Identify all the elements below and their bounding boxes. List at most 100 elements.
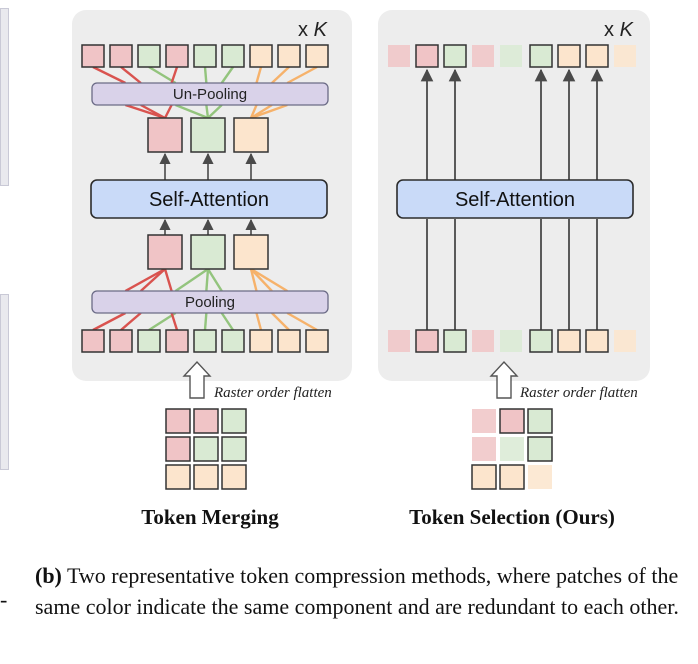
token-fill xyxy=(415,329,439,353)
pooling-connections xyxy=(92,267,318,332)
merged-token xyxy=(147,117,183,153)
token-fill xyxy=(221,329,245,353)
token-fill xyxy=(443,329,467,353)
token-fill xyxy=(585,329,609,353)
pool-line xyxy=(286,311,318,332)
selected-output-token xyxy=(443,44,467,68)
token-fill xyxy=(221,408,247,434)
selected-output-token xyxy=(585,44,609,68)
dropped-input-token xyxy=(500,330,522,352)
output-token-row xyxy=(81,44,329,68)
token-fill xyxy=(415,44,439,68)
dropped-output-token xyxy=(500,45,522,67)
pooling-module xyxy=(91,290,329,314)
token-fill xyxy=(193,44,217,68)
token-fill xyxy=(527,436,553,462)
dropped-input-token xyxy=(614,330,636,352)
token-fill xyxy=(585,44,609,68)
token-fill xyxy=(165,408,191,434)
repeat-label: x K xyxy=(298,19,329,41)
unpool-line xyxy=(203,66,208,84)
token-fill xyxy=(165,329,189,353)
method-title: Token Selection (Ours) xyxy=(409,505,615,529)
token-fill xyxy=(165,464,191,490)
selected-image-patch xyxy=(499,464,525,490)
merged-token-arrows xyxy=(159,152,257,235)
pool-line xyxy=(271,312,290,331)
merged-token xyxy=(147,234,183,270)
input-token-row xyxy=(388,329,636,353)
method-title: Token Merging xyxy=(141,505,279,529)
left-edge-dash: - xyxy=(0,587,8,612)
faded-token-fill xyxy=(472,409,496,433)
pool-line xyxy=(124,267,166,293)
token-fill xyxy=(147,234,183,270)
unpool-line xyxy=(220,66,234,84)
pool-line xyxy=(148,311,177,332)
unpool-line xyxy=(249,104,258,119)
selected-image-patch xyxy=(471,464,497,490)
token-fill xyxy=(305,329,329,353)
token-fill xyxy=(221,436,247,462)
token-fill xyxy=(557,329,581,353)
input-token xyxy=(193,329,217,353)
pool-line xyxy=(139,268,166,292)
pool-line xyxy=(206,268,223,292)
faded-token-fill xyxy=(614,45,636,67)
image-patch xyxy=(221,464,247,490)
selected-input-token xyxy=(529,329,553,353)
selected-input-token xyxy=(443,329,467,353)
token-fill xyxy=(165,44,189,68)
self-attention-block xyxy=(90,179,328,219)
flatten-label: Raster order flatten xyxy=(519,385,638,401)
token-fill xyxy=(137,44,161,68)
token-fill xyxy=(471,464,497,490)
unpool-line xyxy=(148,65,177,85)
faded-token-fill xyxy=(500,45,522,67)
token-fill xyxy=(249,44,273,68)
dropped-output-token xyxy=(614,45,636,67)
selected-token-paths xyxy=(420,68,604,330)
image-patch xyxy=(221,408,247,434)
dropped-input-token xyxy=(472,330,494,352)
pool-line xyxy=(220,312,235,331)
dropped-image-patch xyxy=(472,409,496,433)
faded-token-fill xyxy=(614,330,636,352)
selected-input-token xyxy=(415,329,439,353)
pool-line xyxy=(170,312,179,331)
unpool-line xyxy=(120,66,142,84)
output-token xyxy=(109,44,133,68)
input-token xyxy=(249,329,273,353)
unpool-line xyxy=(92,65,126,85)
dropped-image-patch xyxy=(528,465,552,489)
pool-line xyxy=(249,268,258,292)
token-fill xyxy=(443,44,467,68)
token-fill xyxy=(147,117,183,153)
faded-token-fill xyxy=(388,45,410,67)
output-token xyxy=(221,44,245,68)
token-fill xyxy=(529,329,553,353)
left-edge-fragment-top xyxy=(0,8,9,186)
selected-output-token xyxy=(529,44,553,68)
selected-image-patch xyxy=(499,408,525,434)
token-fill xyxy=(193,464,219,490)
input-token xyxy=(165,329,189,353)
token-fill xyxy=(81,329,105,353)
token-fill xyxy=(109,329,133,353)
token-fill xyxy=(499,464,525,490)
token-fill xyxy=(137,329,161,353)
merged-token xyxy=(190,234,226,270)
selected-output-token xyxy=(557,44,581,68)
unpool-line xyxy=(207,104,223,119)
token-fill xyxy=(277,44,301,68)
merged-token xyxy=(233,117,269,153)
output-token xyxy=(165,44,189,68)
token-fill xyxy=(499,408,525,434)
dropped-image-patch xyxy=(500,437,524,461)
image-patch xyxy=(193,408,219,434)
token-fill xyxy=(557,44,581,68)
selected-image-patch xyxy=(527,408,553,434)
pool-line xyxy=(203,312,208,331)
token-fill xyxy=(277,329,301,353)
unpool-line xyxy=(163,104,173,119)
